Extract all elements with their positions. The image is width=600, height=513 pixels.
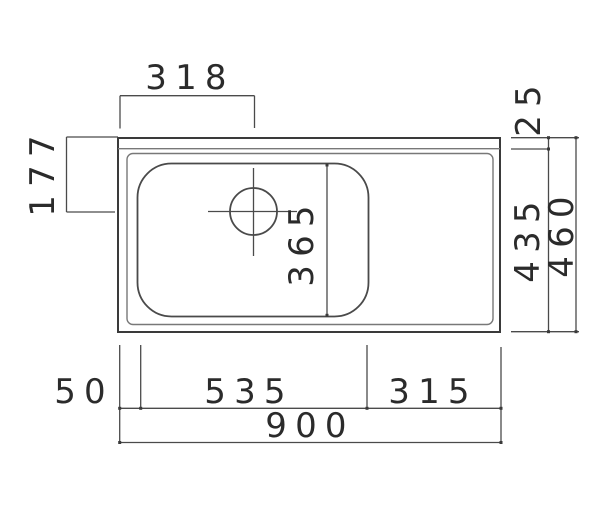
sink-outer-rect (117, 137, 501, 333)
dim-right-stack (511, 136, 579, 334)
dim-label-460: 460 (542, 188, 582, 278)
sink-outline (117, 137, 501, 333)
dim-label-177: 177 (23, 127, 63, 217)
dim-177 (65, 136, 118, 213)
faucet-hole (208, 168, 297, 256)
flange-inner-rect (126, 152, 494, 326)
dim-dot (118, 406, 122, 410)
dim-dot (365, 406, 369, 410)
dim-dot (325, 163, 329, 167)
dim-dot (547, 136, 550, 140)
dim-label-900: 900 (265, 406, 355, 446)
dim-dot (574, 136, 578, 140)
dim-label-315: 315 (388, 372, 478, 412)
bowl-outline (136, 162, 370, 318)
dim-bottom-stack (118, 345, 503, 444)
dim-dot (139, 406, 143, 410)
dim-label-435: 435 (508, 193, 548, 283)
dim-318 (119, 95, 256, 129)
dim-dot (499, 406, 503, 410)
dim-dot (325, 313, 329, 317)
dim-label-318: 318 (145, 58, 235, 98)
dim-dot (547, 147, 550, 151)
dim-label-365: 365 (282, 197, 322, 287)
dim-dot (118, 441, 122, 444)
dim-dot (547, 330, 550, 334)
dim-dot (499, 441, 503, 444)
dim-dot (574, 330, 578, 334)
dim-label-25: 25 (509, 77, 549, 137)
dim-label-50: 50 (54, 372, 114, 412)
dim-label-535: 535 (204, 372, 294, 412)
